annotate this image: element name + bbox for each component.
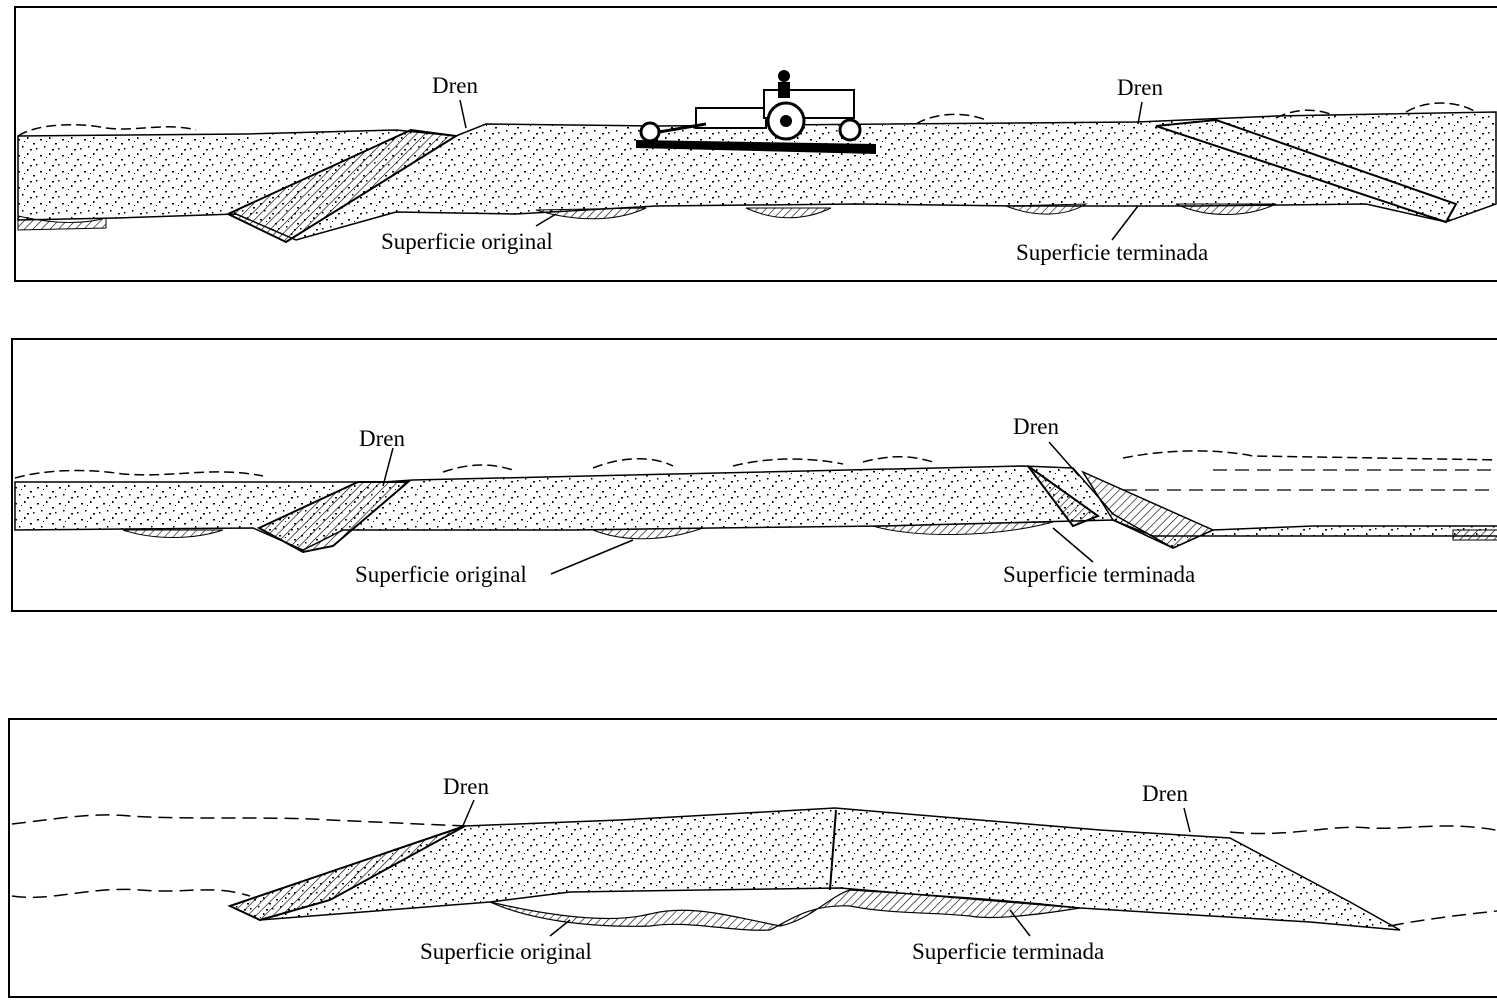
soil-fill [15,466,1497,550]
leader-line [1184,808,1190,832]
leader-line [462,800,474,828]
cross-section-3 [10,720,1497,1000]
diagram-panel-3: Dren Dren Superficie original Superficie… [8,718,1497,998]
leader-line [1138,102,1142,124]
leader-line [1112,206,1138,240]
cut-area [1453,530,1497,540]
original-surface-line [1123,470,1497,490]
leader-line [550,920,570,936]
label-drain-left: Dren [432,74,478,97]
leader-line [536,214,556,226]
label-finished-surface: Superficie terminada [912,940,1104,963]
cross-section-1 [16,8,1497,284]
label-finished-surface: Superficie terminada [1016,241,1208,264]
diagram-panel-2: Dren Dren Superficie original Superficie… [11,338,1497,612]
leader-line [460,100,466,128]
label-drain-right: Dren [1142,782,1188,805]
leader-line [551,540,633,574]
cut-area [593,528,703,539]
soil-fill [230,808,1400,930]
leader-line [383,448,393,486]
label-drain-left: Dren [443,775,489,798]
label-finished-surface: Superficie terminada [1003,563,1195,586]
label-drain-right: Dren [1013,415,1059,438]
label-original-surface: Superficie original [355,563,527,586]
cut-area [746,208,831,218]
label-original-surface: Superficie original [420,940,592,963]
diagram-panel-1: Dren Dren Superficie original Superficie… [14,6,1497,282]
soil-fill [18,112,1496,240]
label-drain-right: Dren [1117,76,1163,99]
label-original-surface: Superficie original [381,230,553,253]
label-drain-left: Dren [359,427,405,450]
cross-section-2 [13,340,1497,614]
cut-area [1176,204,1276,215]
leader-line [1053,528,1093,562]
cut-area [123,530,223,538]
cut-area [1006,204,1086,214]
cut-area [536,208,646,219]
